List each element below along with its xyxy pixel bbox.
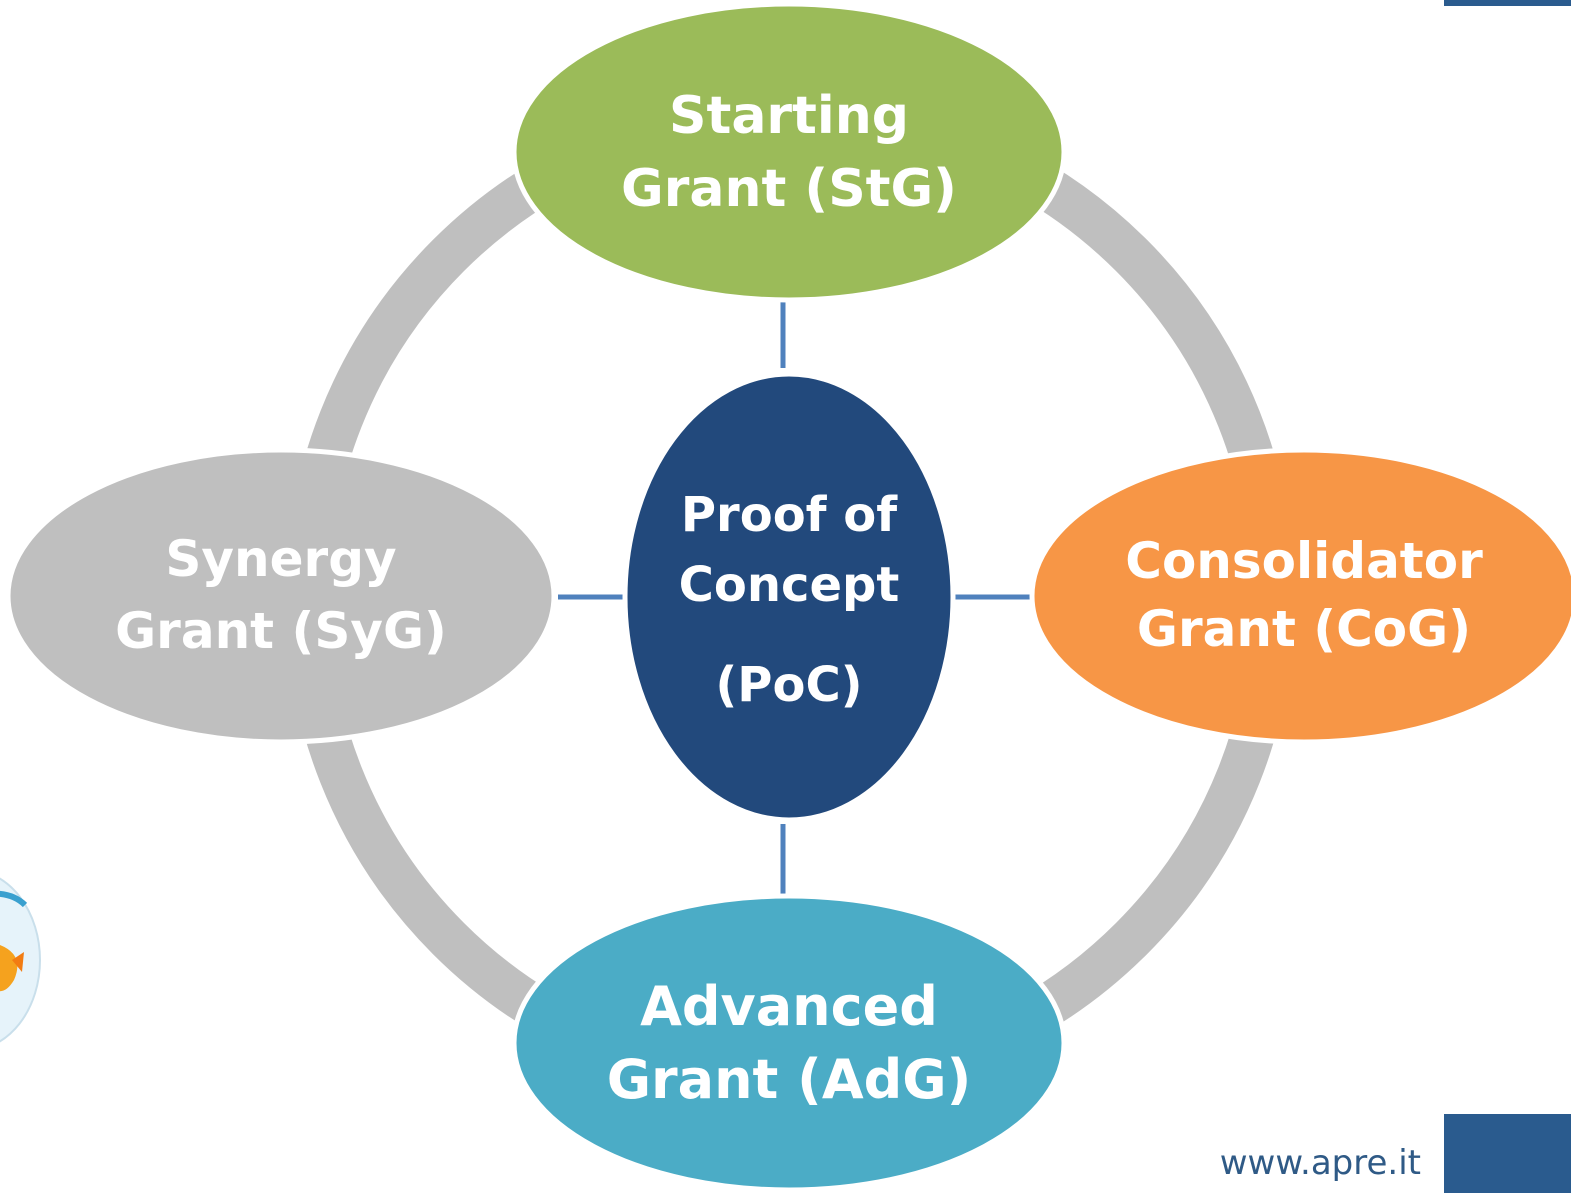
node-consolidator-grant-shape — [1029, 447, 1571, 745]
connectors — [558, 292, 1033, 896]
node-starting-grant-line2: Grant (StG) — [621, 159, 957, 219]
node-consolidator-grant[interactable]: Consolidator Grant (CoG) — [1029, 447, 1571, 745]
node-synergy-grant-shape — [5, 447, 557, 745]
node-proof-of-concept[interactable]: Proof of Concept (PoC) — [622, 371, 956, 823]
node-consolidator-grant-line1: Consolidator — [1125, 532, 1483, 590]
node-advanced-grant[interactable]: Advanced Grant (AdG) — [511, 893, 1067, 1193]
node-proof-of-concept-line1: Proof of — [681, 487, 898, 543]
footer-website-link[interactable]: www.apre.it — [1219, 1143, 1421, 1183]
node-synergy-grant[interactable]: Synergy Grant (SyG) — [5, 447, 557, 745]
node-synergy-grant-line1: Synergy — [165, 530, 396, 588]
top-accent-bar — [1444, 0, 1571, 6]
node-starting-grant-shape — [511, 1, 1067, 303]
node-starting-grant[interactable]: Starting Grant (StG) — [511, 1, 1067, 303]
node-synergy-grant-line2: Grant (SyG) — [115, 602, 447, 660]
node-proof-of-concept-shape — [622, 371, 956, 823]
footer-accent-block — [1444, 1114, 1571, 1193]
node-proof-of-concept-line2: Concept — [679, 557, 900, 613]
node-proof-of-concept-line3: (PoC) — [715, 657, 862, 713]
node-consolidator-grant-line2: Grant (CoG) — [1137, 600, 1471, 658]
node-starting-grant-line1: Starting — [669, 86, 909, 146]
node-advanced-grant-line1: Advanced — [640, 975, 938, 1038]
node-advanced-grant-shape — [511, 893, 1067, 1193]
goldfish-bowl-icon — [0, 860, 60, 1060]
node-advanced-grant-line2: Grant (AdG) — [607, 1048, 972, 1111]
